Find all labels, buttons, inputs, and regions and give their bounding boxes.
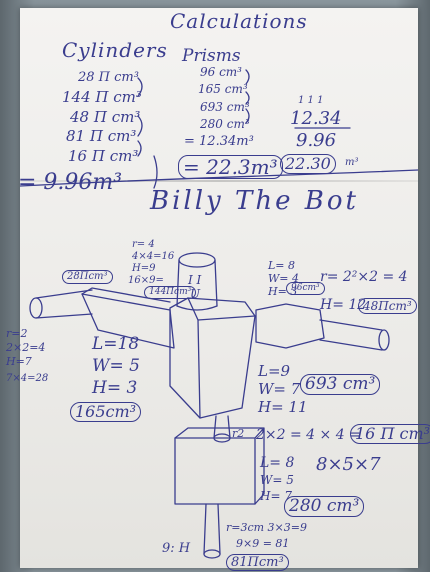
- cylinder-total: = 9.96m³: [18, 170, 123, 195]
- right-arm-height: H= 12: [320, 297, 367, 313]
- base-volume: 280 cm³: [284, 496, 365, 517]
- base-edge: [175, 428, 264, 504]
- waist-sides: [214, 416, 230, 438]
- base-height: H= 7: [260, 489, 292, 503]
- robot-drawing: [20, 8, 418, 568]
- cylinder-value: 16 Π cm³: [68, 147, 139, 165]
- bracket-mark: [246, 70, 249, 84]
- right-arm-volume: 48Πcm³: [358, 298, 417, 314]
- right-arm-sides: [320, 320, 382, 350]
- bracket-mark: [154, 156, 157, 188]
- cylinder-value: 28 Π cm³: [78, 70, 139, 85]
- body-prism: [170, 298, 255, 418]
- left-arm-radius: r=2: [6, 327, 28, 340]
- left-arm-radius-squared: 2×2=4: [6, 341, 46, 354]
- body-length: L=9: [258, 362, 291, 380]
- left-arm-end: [30, 298, 42, 318]
- base-prism: [175, 438, 255, 504]
- bracket-mark: [138, 141, 141, 156]
- leg-bottom: [204, 550, 220, 558]
- body-edge: [188, 298, 255, 418]
- head-mouth: U: [190, 287, 201, 301]
- waist-radius: r2: [232, 427, 245, 440]
- prisms-heading: Prisms: [182, 46, 241, 66]
- paper-fold: [20, 180, 418, 182]
- leg-sides: [204, 504, 220, 554]
- left-shoulder-volume: 165cm³: [70, 402, 142, 422]
- head-eyes: I I: [188, 273, 202, 287]
- paper-sheet: Calculations Cylinders Prisms 28 Π cm³ 1…: [6, 8, 430, 571]
- left-shoulder-prism: [82, 294, 174, 348]
- right-shoulder-width: W= 4: [268, 272, 300, 285]
- waist-calc: 2×2 = 4 × 4 =: [256, 427, 361, 443]
- leg-height: 9: H: [162, 541, 191, 556]
- right-shoulder-volume: 96cm³: [286, 282, 325, 295]
- leg-volume: 81Πcm³: [226, 554, 289, 571]
- head-height-label: H=9: [132, 263, 156, 274]
- head-top: [179, 253, 215, 267]
- body-width: W= 7: [258, 380, 301, 398]
- prism-value: 96 cm³: [200, 65, 242, 79]
- right-shoulder-length: L= 8: [268, 259, 296, 272]
- prism-value: 693 cm³: [200, 100, 250, 114]
- sum-carry: 1 1 1: [298, 95, 324, 106]
- cylinders-heading: Cylinders: [62, 38, 168, 62]
- separator-line: [20, 170, 418, 186]
- left-arm-height: H=7: [6, 355, 32, 368]
- prism-value: 280 cm³: [200, 117, 250, 131]
- cylinder-value: 48 Π cm³: [70, 108, 141, 126]
- right-shoulder-prism: [256, 304, 324, 348]
- head-calc: 16×9=: [128, 275, 164, 286]
- left-arm-calc: 7×4=28: [6, 373, 49, 384]
- base-calc: 8×5×7: [316, 454, 381, 475]
- body-volume: 693 cm³: [300, 374, 381, 395]
- sum-a: 12.34: [290, 108, 342, 129]
- bracket-mark: [138, 78, 142, 96]
- left-arm-sides: [36, 290, 92, 318]
- prism-value: 165 cm³: [198, 82, 248, 96]
- head-radius-label: r= 4: [132, 239, 155, 250]
- base-width: W= 5: [260, 473, 294, 487]
- head-volume: 144Πcm³: [144, 286, 197, 299]
- leg-square: 9×9 = 81: [236, 537, 290, 550]
- cylinder-value: 81 Π cm³: [66, 127, 137, 145]
- left-shoulder-width: W= 5: [92, 356, 140, 376]
- left-arm-volume: 28Πcm³: [62, 270, 113, 284]
- head-radius-squared: 4×4=16: [132, 251, 175, 262]
- bracket-mark: [246, 109, 249, 123]
- sum-b: 9.96: [296, 130, 337, 151]
- right-arm-end: [379, 330, 389, 350]
- leg-radius: r=3cm 3×3=9: [226, 521, 307, 534]
- bracket-mark: [138, 116, 142, 136]
- head-bottom: [177, 306, 217, 310]
- robot-title: Billy The Bot: [150, 186, 359, 216]
- cylinder-value: 144 Π cm³: [62, 88, 142, 106]
- waist-volume: 16 Π cm³: [350, 424, 430, 444]
- right-arm-radius: r= 2²×2 = 4: [320, 269, 408, 285]
- calculations-title: Calculations: [170, 9, 308, 33]
- base-length: L= 8: [260, 455, 295, 471]
- left-shoulder-top: [82, 288, 170, 302]
- sum-unit: m³: [345, 157, 359, 168]
- left-shoulder-length: L=18: [92, 334, 140, 354]
- prism-value: = 12.34m³: [184, 134, 254, 149]
- sum-result: 22.30: [280, 154, 336, 174]
- bracket-mark: [246, 92, 249, 104]
- right-shoulder-height: H= 3: [268, 285, 298, 298]
- body-height: H= 11: [258, 398, 308, 416]
- left-shoulder-height: H= 3: [92, 378, 138, 398]
